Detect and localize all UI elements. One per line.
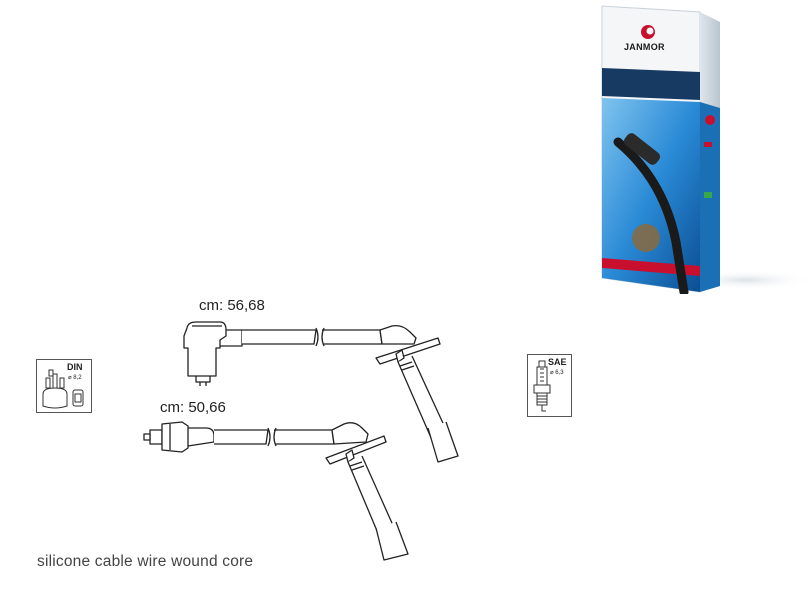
short-cable-spark-plug-boot bbox=[325, 422, 409, 561]
sae-badge-title: SAE bbox=[548, 357, 567, 367]
distributor-cap-icon bbox=[42, 369, 84, 409]
product-description-caption: silicone cable wire wound core bbox=[37, 553, 254, 570]
short-cable-straight-boot bbox=[143, 421, 215, 453]
sae-terminal-badge: SAE ⌀ 6,3 bbox=[527, 354, 572, 417]
short-cable-length-label: cm: 50,66 bbox=[160, 399, 226, 416]
product-box: JANMOR bbox=[596, 2, 810, 297]
long-cable-wire bbox=[242, 327, 383, 347]
long-cable-length-label: cm: 56,68 bbox=[199, 297, 265, 314]
din-terminal-badge: DIN ⌀ 8,2 bbox=[36, 359, 92, 413]
spark-plug-icon bbox=[533, 360, 551, 412]
product-box-illustration bbox=[601, 5, 810, 297]
long-cable-right-angle-boot bbox=[183, 321, 243, 386]
short-cable-wire bbox=[214, 427, 335, 447]
din-badge-subtitle: ⌀ 8,2 bbox=[68, 375, 82, 381]
din-badge-title: DIN bbox=[67, 362, 83, 372]
cable-diagram bbox=[140, 300, 480, 570]
sae-badge-subtitle: ⌀ 6,3 bbox=[550, 370, 564, 376]
long-cable-spark-plug-boot bbox=[375, 324, 459, 463]
product-box-brand: JANMOR bbox=[624, 42, 665, 52]
